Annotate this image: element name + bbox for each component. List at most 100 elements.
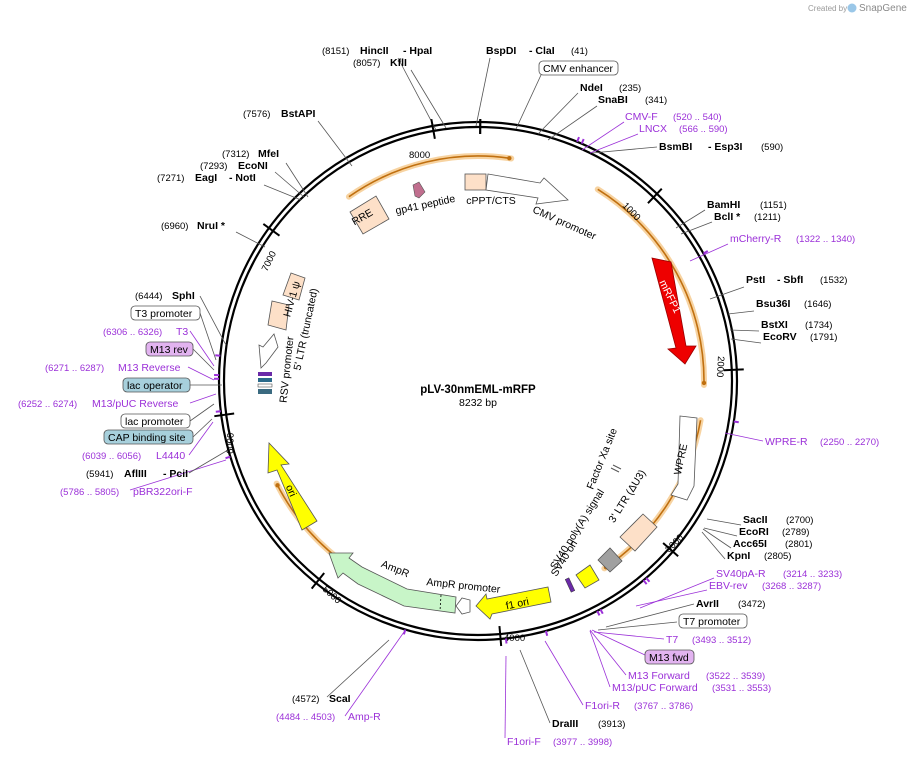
label-snabi[interactable]: SnaBI (341)	[598, 94, 667, 106]
cmv-enhancer-name: CMV enhancer	[543, 63, 614, 75]
ecorv-pos: (1791)	[810, 332, 837, 343]
primer-site-mark	[642, 579, 648, 585]
label-afliii[interactable]: (5941) AflIII - PciI	[86, 468, 188, 480]
label-bspdi[interactable]: BspDI - ClaI (41)	[486, 45, 588, 57]
label-m13-forward[interactable]: M13 Forward (3522 .. 3539)	[628, 670, 765, 682]
leader-line	[515, 74, 542, 130]
feature-ori[interactable]: ori	[267, 442, 318, 531]
label-scai[interactable]: (4572) ScaI	[292, 693, 351, 705]
label-lncx[interactable]: LNCX (566 .. 590)	[639, 123, 728, 135]
label-f1ori-r[interactable]: F1ori-R (3767 .. 3786)	[585, 700, 693, 712]
feature-cppt-cts[interactable]: cPPT/CTS	[464, 173, 516, 207]
label-m13-reverse[interactable]: (6271 .. 6287) M13 Reverse	[45, 362, 181, 374]
label-bamhi[interactable]: BamHI (1151)	[707, 199, 787, 211]
mcherry-r-name: mCherry-R	[730, 233, 782, 245]
leader-line	[263, 184, 302, 201]
leader-line	[547, 105, 598, 141]
cmv-enhancer-box	[538, 60, 619, 76]
leader-line	[591, 146, 658, 154]
sacii-name: SacII	[743, 514, 768, 526]
cap-site-name: CAP binding site	[108, 432, 186, 444]
feature-sv40-ori[interactable]: SV40 ori	[549, 538, 600, 589]
cppt-label: cPPT/CTS	[466, 195, 516, 207]
label-bcli[interactable]: BclI * (1211)	[714, 211, 781, 223]
feature-3ltr[interactable]: 3' LTR (ΔU3)	[606, 468, 658, 552]
feature-gp41-peptide[interactable]: gp41 peptide	[394, 181, 456, 217]
label-f1ori-f[interactable]: F1ori-F (3977 .. 3998)	[507, 736, 612, 748]
tick-label-7000: 7000	[260, 249, 279, 273]
label-hincii[interactable]: (8151) HincII - HpaI	[322, 45, 432, 57]
label-t3-promoter[interactable]: T3 promoter	[130, 305, 201, 321]
feature-factor-xa[interactable]: Factor Xa site	[585, 426, 622, 491]
tick-label-5000: 5000	[320, 584, 343, 606]
label-wpre-r[interactable]: WPRE-R (2250 .. 2270)	[765, 436, 879, 448]
m13-rev-box	[145, 341, 194, 357]
label-mcherry-r[interactable]: mCherry-R (1322 .. 1340)	[730, 233, 855, 245]
label-t7[interactable]: T7 (3493 .. 3512)	[666, 634, 751, 646]
label-bsmbi[interactable]: BsmBI - Esp3I (590)	[659, 141, 783, 153]
label-ebv-rev[interactable]: EBV-rev (3268 .. 3287)	[709, 580, 821, 592]
label-acc65i[interactable]: Acc65I (2801)	[733, 538, 812, 550]
scai-pos: (4572)	[292, 694, 319, 705]
label-avrii[interactable]: AvrII (3472)	[696, 598, 765, 610]
label-kfli[interactable]: (8057) KflI	[353, 57, 407, 69]
label-ecori[interactable]: EcoRI (2789)	[739, 526, 809, 538]
leader-line	[274, 171, 305, 198]
label-bsu36i[interactable]: Bsu36I (1646)	[756, 298, 831, 310]
feature-cmv-promoter[interactable]: CMV promoter	[485, 173, 599, 243]
leader-line	[675, 209, 706, 229]
label-bstxi[interactable]: BstXI (1734)	[761, 319, 832, 331]
label-sacii[interactable]: SacII (2700)	[743, 514, 813, 526]
lncx-pos: (566 .. 590)	[679, 124, 728, 135]
scai-name: ScaI	[329, 693, 351, 705]
afliii-name: AflIII	[124, 468, 147, 480]
lac-mark-1	[258, 372, 272, 376]
label-m13puc-reverse[interactable]: (6252 .. 6274) M13/pUC Reverse	[18, 398, 179, 410]
label-cmv-f[interactable]: CMV-F (520 .. 540)	[625, 111, 722, 123]
lac-mark-4	[258, 389, 272, 394]
plasmid-name: pLV-30nmEML-mRFP	[420, 384, 536, 396]
label-m13puc-forward[interactable]: M13/pUC Forward (3531 .. 3553)	[612, 682, 771, 694]
label-cmv-enhancer[interactable]: CMV enhancer	[538, 60, 619, 76]
label-sv40pa-r[interactable]: SV40pA-R (3214 .. 3233)	[716, 568, 842, 580]
label-t7-promoter[interactable]: T7 promoter	[678, 613, 748, 629]
label-econi[interactable]: (7293) EcoNI	[200, 160, 268, 172]
label-nrui[interactable]: (6960) NruI *	[161, 220, 226, 232]
label-pbr322ori-f[interactable]: (5786 .. 5805) pBR322ori-F	[60, 486, 193, 498]
feature-hiv1-psi[interactable]: HIV-1 ψ	[281, 272, 306, 318]
label-draiii[interactable]: DraIII (3913)	[552, 718, 625, 730]
label-m13-fwd[interactable]: M13 fwd	[644, 649, 695, 665]
feature-rre[interactable]: RRE	[349, 195, 390, 235]
leader-line	[410, 69, 447, 129]
leader-line	[635, 589, 708, 607]
plasmid-title: pLV-30nmEML-mRFP 8232 bp	[420, 384, 536, 409]
label-cap-site[interactable]: CAP binding site	[103, 429, 194, 445]
label-m13-rev[interactable]: M13 rev	[145, 341, 194, 357]
wpre-r-pos: (2250 .. 2270)	[820, 437, 879, 448]
label-kpni[interactable]: KpnI (2805)	[727, 550, 791, 562]
label-psti[interactable]: PstI - SbfI (1532)	[746, 274, 847, 286]
leader-line	[475, 57, 491, 127]
eagi-pos: (7271)	[157, 173, 184, 184]
label-amp-r[interactable]: (4484 .. 4503) Amp-R	[276, 711, 381, 723]
label-eagi[interactable]: (7271) EagI - NotI	[157, 172, 256, 184]
m13puc-forward-name: M13/pUC Forward	[612, 682, 698, 694]
label-ecorv[interactable]: EcoRV (1791)	[763, 331, 837, 343]
label-lac-promoter[interactable]: lac promoter	[120, 413, 191, 429]
leader-line	[199, 295, 227, 346]
label-mfei[interactable]: (7312) MfeI	[222, 148, 279, 160]
feature-wpre[interactable]: WPRE	[670, 415, 698, 501]
label-lac-operator[interactable]: lac operator	[122, 377, 191, 393]
cmv-promoter-label: CMV promoter	[531, 204, 599, 243]
label-bstapi[interactable]: (7576) BstAPI	[243, 108, 316, 120]
label-l4440[interactable]: (6039 .. 6056) L4440	[82, 450, 185, 462]
hiv-psi-shape	[282, 272, 306, 301]
label-sphi[interactable]: (6444) SphI	[135, 290, 195, 302]
ecorv-name: EcoRV	[763, 331, 797, 343]
feature-f1-ori[interactable]: f1 ori	[475, 586, 552, 620]
kpni-name: KpnI	[727, 550, 750, 562]
ampr-label: AmpR	[379, 558, 411, 580]
label-ndei[interactable]: NdeI (235)	[580, 82, 641, 94]
label-t3[interactable]: (6306 .. 6326) T3	[103, 326, 188, 338]
leader-line	[199, 312, 217, 361]
